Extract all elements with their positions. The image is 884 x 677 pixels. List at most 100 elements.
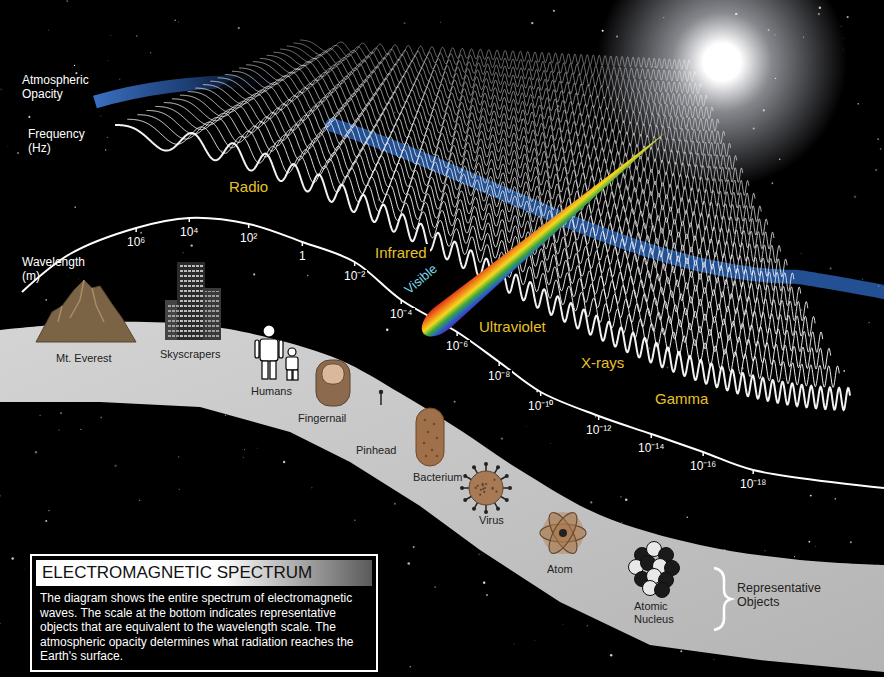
star: [139, 500, 140, 501]
building-windows: [205, 291, 219, 338]
visible-beam: [422, 132, 666, 336]
star: [814, 546, 816, 548]
star: [242, 457, 244, 459]
star: [100, 416, 102, 418]
star: [256, 447, 258, 449]
star: [680, 650, 682, 652]
star: [713, 659, 715, 661]
star: [225, 415, 226, 416]
axis-tick: [498, 362, 500, 366]
star: [119, 79, 120, 80]
virus-dot: [475, 487, 477, 489]
star: [45, 299, 47, 301]
mountain-icon: [36, 280, 136, 342]
axis-tick: [248, 224, 250, 228]
star: [136, 35, 138, 37]
star: [35, 451, 38, 454]
star: [526, 426, 528, 428]
star: [110, 35, 112, 37]
virus-dot: [479, 494, 481, 496]
band-label: Gamma: [652, 390, 711, 407]
star: [687, 516, 688, 517]
tick-label: 10⁻¹⁰: [526, 400, 555, 414]
tick-label: 10⁻¹⁶: [688, 460, 718, 474]
star: [808, 541, 810, 543]
tick-label: 10⁻⁸: [486, 370, 512, 384]
virus-dot: [491, 488, 493, 490]
star: [501, 437, 503, 439]
axis-tick: [598, 416, 600, 420]
virus-dot: [495, 491, 497, 493]
star: [847, 16, 849, 18]
star: [625, 498, 628, 501]
star: [307, 275, 309, 277]
star: [60, 412, 62, 414]
objects-band: [0, 322, 884, 672]
tick-label: 10⁶: [125, 236, 147, 250]
star: [595, 416, 596, 417]
object-label: Virus: [479, 514, 504, 527]
star: [107, 60, 109, 62]
building-windows: [179, 265, 203, 338]
star: [11, 557, 13, 559]
star: [58, 429, 59, 430]
object-label: Pinhead: [356, 444, 396, 457]
building-icon: [177, 262, 205, 340]
star: [386, 328, 389, 331]
star: [140, 232, 142, 234]
star: [72, 67, 74, 69]
axis-tick: [302, 242, 304, 246]
bracket-label: Representative Objects: [737, 581, 841, 610]
star: [801, 253, 802, 254]
virus-dot: [480, 489, 482, 491]
star: [40, 415, 41, 416]
object-label: Skyscrapers: [160, 348, 221, 361]
star: [862, 278, 864, 280]
object-label: Atomic Nucleus: [634, 600, 696, 625]
star: [875, 169, 877, 171]
finger-icon: [316, 360, 350, 406]
star: [620, 496, 622, 498]
tick-label: 10²: [238, 232, 259, 246]
star: [37, 156, 39, 158]
star: [850, 541, 852, 543]
band-label: X-rays: [578, 354, 627, 371]
caption-box: ELECTROMAGNETIC SPECTRUMThe diagram show…: [30, 554, 378, 672]
star: [45, 520, 47, 522]
object-label: Atom: [547, 563, 573, 576]
virus-spike: [505, 498, 509, 502]
axis-label: Atmospheric Opacity: [22, 74, 112, 102]
pinhead-icon: [379, 390, 383, 394]
virus-dot: [493, 479, 495, 481]
star: [253, 273, 255, 275]
star: [238, 27, 240, 29]
star: [486, 594, 488, 596]
bacterium-dots: [423, 419, 439, 458]
fingernail-icon: [322, 364, 344, 384]
bacterium-icon: [416, 408, 444, 466]
star: [179, 489, 180, 490]
star: [74, 206, 76, 208]
virus-dot: [484, 487, 486, 489]
star: [590, 501, 592, 503]
star: [810, 495, 812, 497]
tick-label: 10⁻¹²: [584, 424, 613, 438]
virus-dot: [482, 484, 484, 486]
sun-glow: [597, 0, 847, 187]
star: [483, 581, 485, 583]
axis-tick: [651, 434, 653, 438]
star: [80, 429, 81, 430]
star: [182, 252, 184, 254]
axis-tick: [401, 300, 403, 304]
star: [434, 586, 436, 588]
star: [174, 19, 176, 21]
object-icons: [36, 262, 731, 630]
star: [514, 643, 515, 644]
star: [244, 449, 246, 451]
human-icon: [255, 325, 298, 380]
tick-label: 10⁻²: [342, 270, 367, 284]
axis-tick: [135, 228, 137, 232]
star: [621, 522, 622, 523]
axis-tick: [540, 392, 542, 396]
star: [354, 520, 355, 521]
